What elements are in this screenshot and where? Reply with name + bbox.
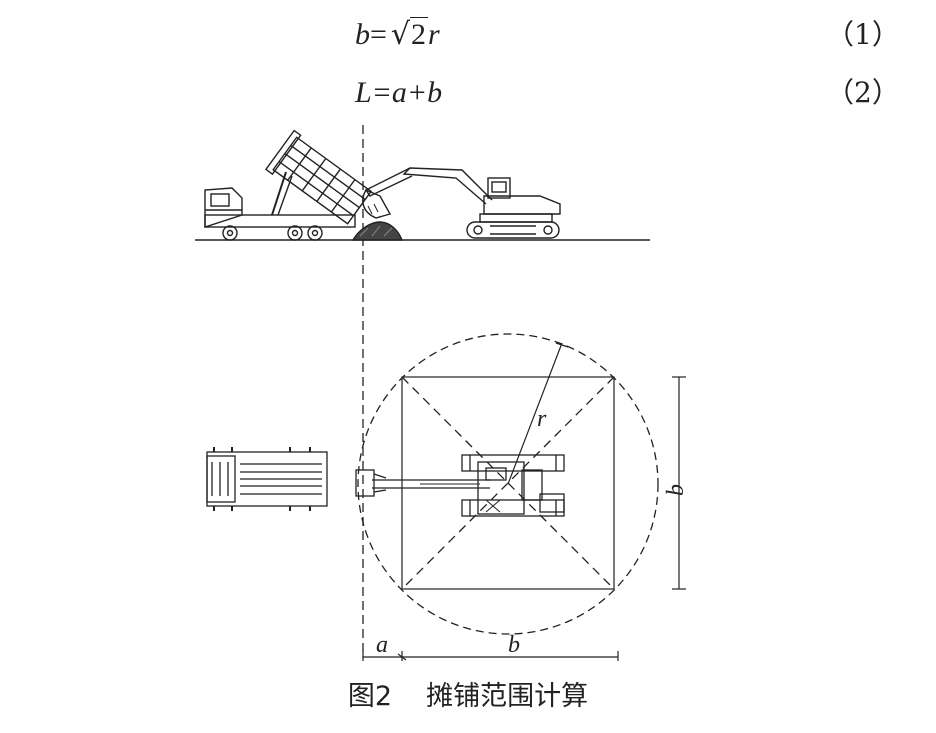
equation-2-body: L=a+b <box>355 76 443 109</box>
paving-square <box>401 376 615 590</box>
equation-1-lhs: b <box>355 18 370 51</box>
square-diagonal-1 <box>401 376 615 590</box>
equation-1-rhs: r <box>428 18 440 51</box>
equation-2-number: （2） <box>826 76 900 109</box>
side-view <box>195 129 650 241</box>
equation-2: L=a+b （2） <box>0 70 936 116</box>
radical-sign-icon: √ <box>390 17 411 52</box>
swing-radius-circle <box>357 333 659 635</box>
equation-1-number: （1） <box>826 18 900 51</box>
figure-title: 摊铺范围计算 <box>426 681 589 712</box>
label-b-bottom: b <box>508 632 520 658</box>
equation-1-body: b=√2r <box>355 12 440 58</box>
side-dimension-b <box>672 376 686 590</box>
square-diagonal-2 <box>401 376 615 590</box>
dump-truck-plan-icon <box>206 447 328 511</box>
excavator-side-icon <box>362 167 561 239</box>
bottom-dimension-ab <box>362 651 619 661</box>
excavator-plan-icon <box>355 454 565 517</box>
figure-number: 图2 <box>347 681 393 712</box>
dump-truck-side-icon <box>204 129 373 241</box>
plan-view <box>206 333 686 661</box>
radius-tick <box>555 342 569 348</box>
equation-1-radicand: 2 <box>410 17 429 51</box>
material-pile-icon <box>351 221 404 241</box>
equation-1: b=√2r （1） <box>0 12 936 58</box>
label-b-side: b <box>663 484 689 496</box>
square-root-symbol: √2 <box>390 12 429 58</box>
label-r: r <box>537 406 547 432</box>
label-a: a <box>376 632 388 658</box>
radius-line <box>507 342 563 485</box>
figure-caption: 图2 摊铺范围计算 <box>0 677 936 717</box>
equation-1-operator: = <box>370 18 387 51</box>
